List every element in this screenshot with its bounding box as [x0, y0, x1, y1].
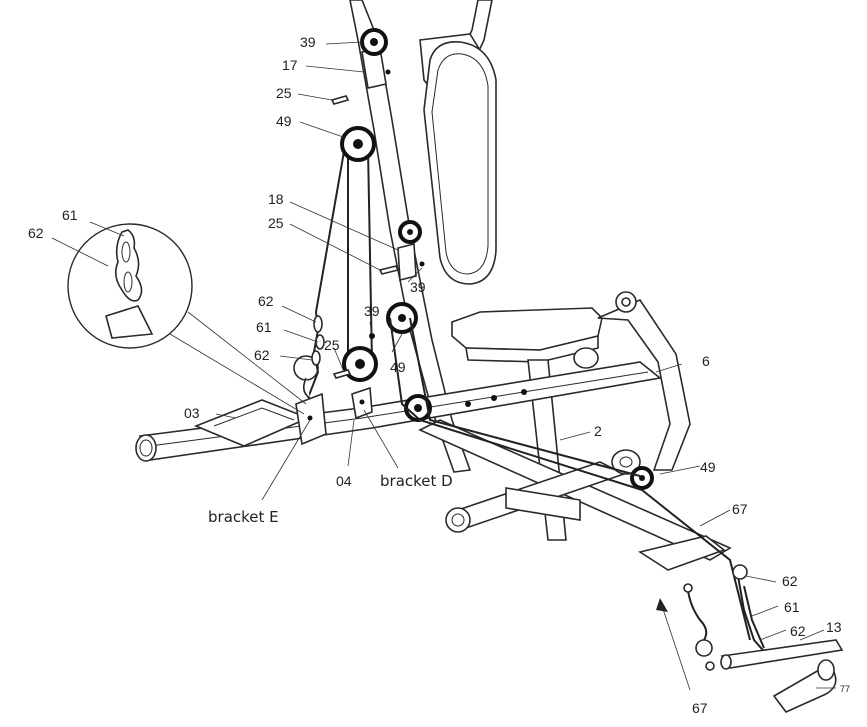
handle-assembly: [720, 564, 844, 713]
label-61-handle: 61: [784, 599, 800, 615]
label-49-right: 49: [700, 459, 716, 475]
label-18: 18: [268, 191, 284, 207]
label-25-mid: 25: [268, 215, 284, 231]
label-62-detail: 62: [28, 225, 44, 241]
separate-cable: [656, 583, 715, 691]
label-39-mid: 39: [410, 279, 426, 295]
label-62-handle-top: 62: [782, 573, 798, 589]
back-pad: [423, 41, 497, 285]
label-25-top: 25: [276, 85, 292, 101]
part-labels: 39 17 25 49 18 25 39 61 62 62 61 62 39 2…: [28, 34, 850, 716]
label-39-low: 39: [364, 303, 380, 319]
label-62-handle-low: 62: [790, 623, 806, 639]
seat: [451, 307, 603, 363]
bracket-labels: bracket D bracket E: [208, 472, 453, 526]
label-04: 04: [336, 473, 352, 489]
label-13: 13: [826, 619, 842, 635]
label-2: 2: [594, 423, 602, 439]
label-bracket-d: bracket D: [380, 472, 453, 490]
label-25-low: 25: [324, 337, 340, 353]
label-bracket-e: bracket E: [208, 508, 279, 526]
detail-magnifier: [67, 223, 307, 415]
mid-pulley-assembly: [378, 220, 425, 282]
front-stabilizer: [445, 461, 627, 533]
label-77: 77: [840, 684, 850, 694]
leader-lines: [51, 41, 836, 689]
label-03: 03: [184, 405, 200, 421]
label-67-bottom: 67: [692, 700, 708, 716]
label-39-top: 39: [300, 34, 316, 50]
belt-pulleys: [315, 126, 378, 382]
label-62-upper: 62: [258, 293, 274, 309]
label-67-right: 67: [732, 501, 748, 517]
label-6: 6: [702, 353, 710, 369]
label-61-detail: 61: [62, 207, 78, 223]
cable-hook-left: [302, 315, 325, 399]
top-pulley-assembly: [330, 28, 391, 105]
label-17: 17: [282, 57, 298, 73]
label-49-mid: 49: [390, 359, 406, 375]
label-62-lower: 62: [254, 347, 270, 363]
label-61-left: 61: [256, 319, 272, 335]
label-49-top: 49: [276, 113, 292, 129]
bracket-d: [351, 386, 373, 420]
